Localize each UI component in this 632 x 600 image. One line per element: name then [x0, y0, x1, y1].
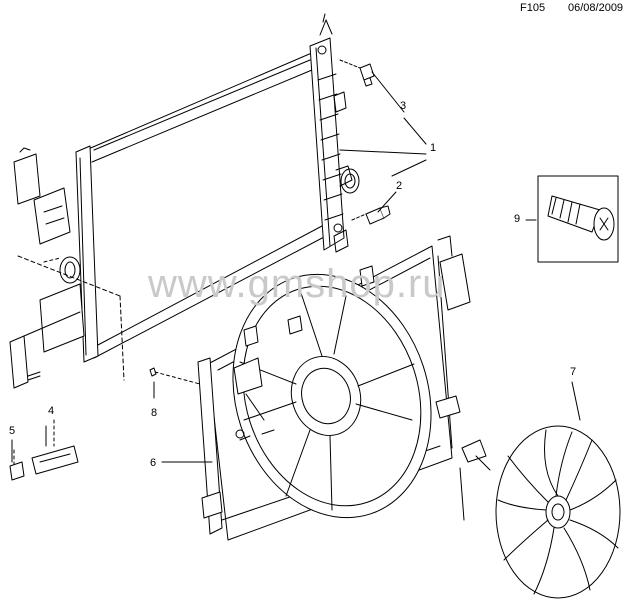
diagram-code: F105: [520, 2, 546, 14]
bracket: [31, 419, 79, 475]
drain-plug: [351, 205, 391, 225]
callout-5: 5: [8, 425, 16, 437]
callout-3: 3: [399, 100, 407, 112]
callout-6: 6: [149, 457, 157, 469]
mounting-screw: [149, 367, 201, 385]
leader-lines: [11, 71, 581, 463]
fan-shroud: [197, 235, 491, 541]
screw-detail-box: [537, 175, 619, 263]
cooling-fan: [495, 425, 621, 599]
clip: [9, 449, 25, 481]
callout-2: 2: [395, 180, 403, 192]
callout-9: 9: [513, 213, 521, 225]
diagram-date: 06/08/2009: [568, 2, 624, 14]
callout-1: 1: [429, 142, 437, 154]
callout-7: 7: [569, 366, 577, 378]
radiator: [9, 13, 360, 389]
bleed-valve: [339, 59, 375, 87]
callout-8: 8: [150, 407, 158, 419]
callout-4: 4: [47, 405, 55, 417]
watermark: www.gmshop.ru: [148, 262, 446, 306]
